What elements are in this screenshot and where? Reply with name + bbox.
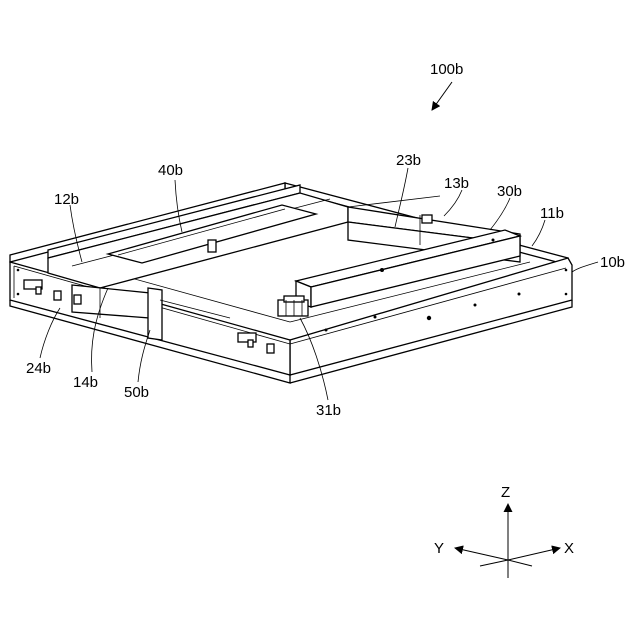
- label-12b: 12b: [54, 191, 79, 208]
- label-23b: 23b: [396, 152, 421, 169]
- axis-z-label: Z: [501, 484, 510, 501]
- label-11b: 11b: [540, 205, 564, 222]
- label-13b: 13b: [444, 175, 469, 192]
- label-50b: 50b: [124, 384, 149, 401]
- label-10b: 10b: [600, 254, 625, 271]
- axis-x-label: X: [564, 540, 574, 557]
- label-31b: 31b: [316, 402, 341, 419]
- label-100b: 100b: [430, 61, 463, 78]
- axis-y-label: Y: [434, 540, 444, 557]
- label-24b: 24b: [26, 360, 51, 377]
- label-40b: 40b: [158, 162, 183, 179]
- connector-block: [278, 296, 308, 316]
- axis-triad: Z Y X: [434, 484, 574, 578]
- label-14b: 14b: [73, 374, 98, 391]
- label-30b: 30b: [497, 183, 522, 200]
